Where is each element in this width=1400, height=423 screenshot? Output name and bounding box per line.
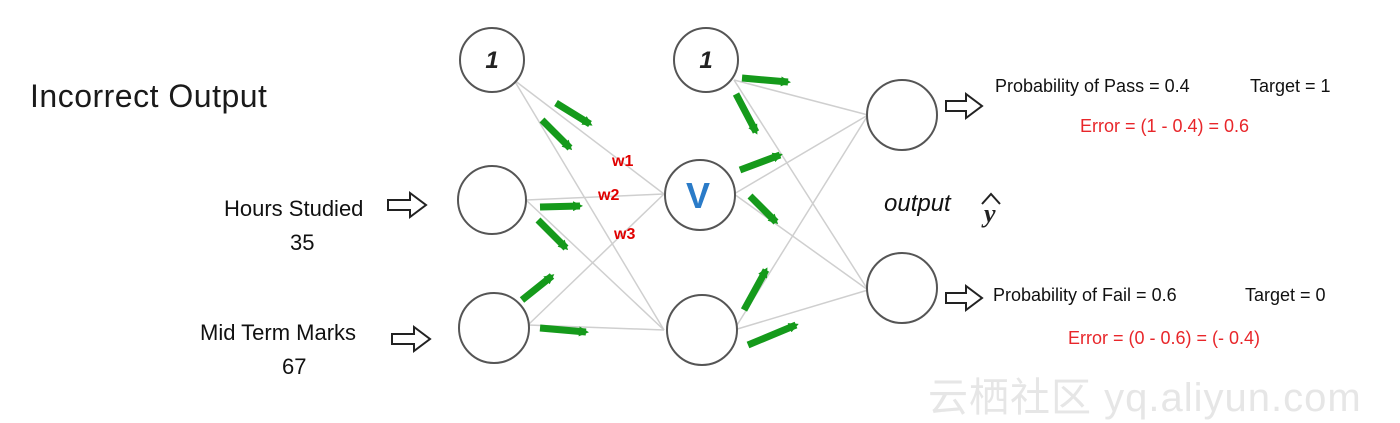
- bias-node-hidden: [673, 27, 739, 93]
- edge: [525, 199, 665, 331]
- error-pass: Error = (1 - 0.4) = 0.6: [1080, 116, 1250, 136]
- bias-label-hidden: 1: [699, 47, 712, 74]
- target-pass: Target = 1: [1250, 76, 1331, 96]
- hat-icon: [981, 192, 1001, 205]
- output-node-pass: [866, 79, 938, 151]
- hidden-node-label: V: [686, 175, 710, 216]
- weight-label-w3: w3: [613, 226, 635, 243]
- weight-label-w2: w2: [597, 187, 619, 204]
- green-arrow: [732, 92, 760, 135]
- green-arrow: [554, 100, 593, 127]
- green-arrow: [747, 193, 779, 225]
- target-fail: Target = 0: [1245, 285, 1326, 305]
- node-group: [457, 27, 938, 366]
- edge: [733, 114, 869, 195]
- edge: [525, 193, 665, 201]
- input-arrow-icon: [391, 325, 432, 353]
- input-label-marks: Mid Term Marks: [200, 320, 357, 345]
- arrow-group: [519, 74, 799, 349]
- edge: [733, 289, 869, 331]
- hidden-node-v: [664, 159, 736, 231]
- output-symbol: y: [981, 199, 996, 228]
- output-label: output: [884, 190, 951, 217]
- green-arrow: [539, 117, 573, 151]
- edge: [513, 79, 665, 195]
- page-title: Incorrect Output: [30, 78, 268, 114]
- edge: [733, 79, 869, 116]
- weight-label-w1: w1: [611, 153, 633, 170]
- green-arrow: [740, 267, 770, 312]
- input-arrow-icon: [387, 191, 428, 219]
- output-node-fail: [866, 252, 938, 324]
- input-value-marks: 67: [282, 354, 307, 379]
- green-arrow: [738, 151, 783, 174]
- probability-fail: Probability of Fail = 0.6: [993, 285, 1177, 305]
- green-arrow: [539, 201, 583, 212]
- edge: [733, 193, 869, 291]
- probability-pass: Probability of Pass = 0.4: [995, 76, 1190, 96]
- bias-node-input: [459, 27, 525, 93]
- output-arrow-icon: [945, 92, 984, 120]
- green-arrow: [746, 321, 799, 349]
- green-arrow: [741, 74, 791, 87]
- green-arrow: [519, 273, 555, 303]
- output-arrow-icon: [945, 284, 984, 312]
- edge: [733, 79, 869, 291]
- error-fail: Error = (0 - 0.6) = (- 0.4): [1068, 328, 1261, 348]
- bias-label-input: 1: [485, 47, 498, 74]
- green-arrow: [535, 217, 569, 251]
- watermark: 云栖社区 yq.aliyun.com: [928, 376, 1362, 420]
- input-value-hours: 35: [290, 230, 315, 255]
- input-node-marks: [458, 292, 530, 364]
- input-label-hours: Hours Studied: [224, 196, 364, 221]
- hollow-arrow-group: [387, 92, 984, 353]
- hidden-node-bottom: [666, 294, 738, 366]
- green-arrow: [539, 324, 589, 337]
- input-node-hours: [457, 165, 527, 235]
- edge: [513, 79, 665, 331]
- edge: [527, 193, 665, 326]
